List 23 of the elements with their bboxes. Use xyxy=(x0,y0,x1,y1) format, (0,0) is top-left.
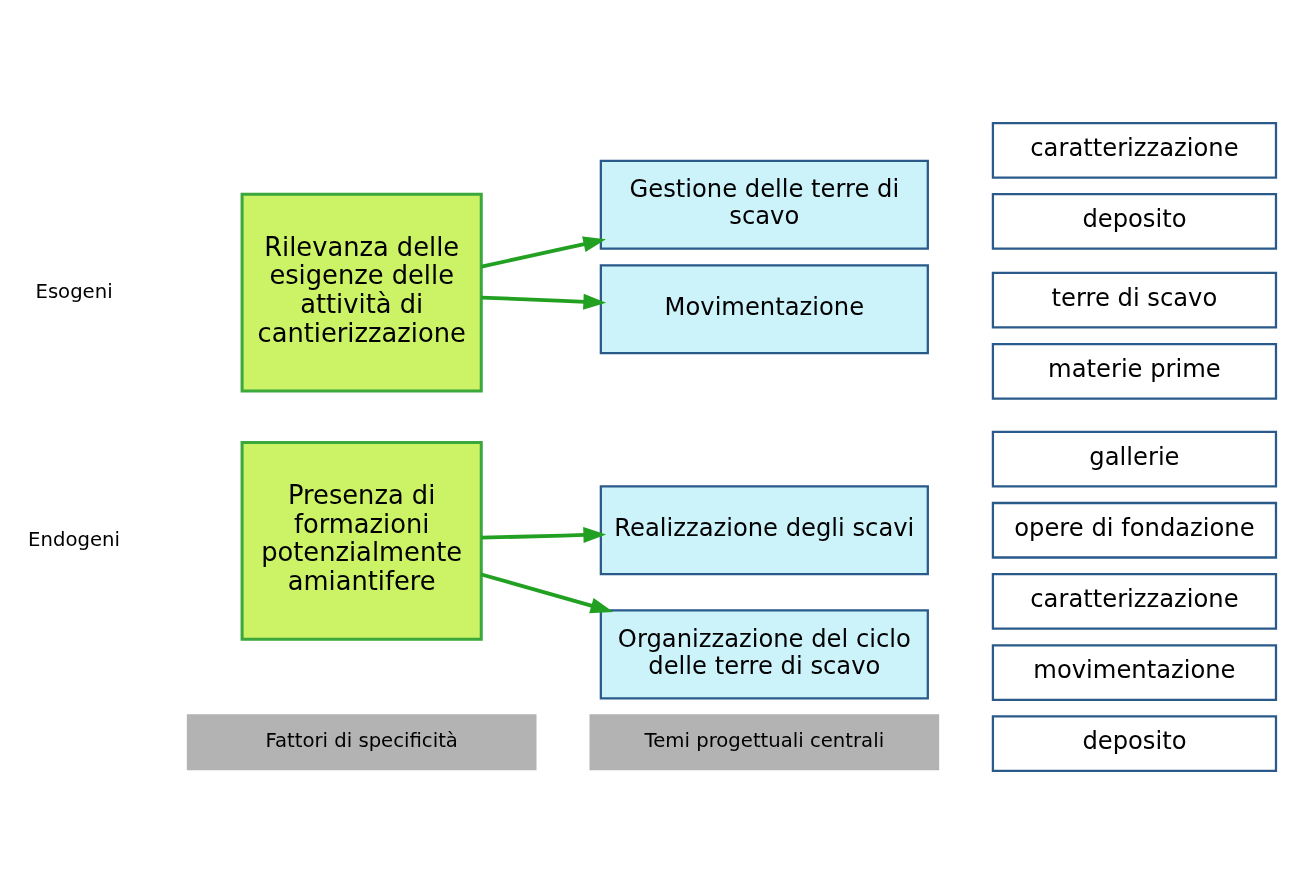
arrow xyxy=(481,235,606,268)
node-box: Rilevanza delle esigenze delle attività di cantierizzazione xyxy=(240,192,483,392)
node-box: materie prime xyxy=(991,342,1278,400)
node-box: Gestione delle terre di scavo xyxy=(599,159,929,250)
node-box: opere di fondazione xyxy=(991,501,1278,559)
node-box: Presenza di formazioni potenzialmente amiantifere xyxy=(240,440,483,641)
arrow xyxy=(481,526,607,543)
node-box: deposito xyxy=(991,714,1278,772)
node-box: Fattori di specificità xyxy=(186,713,537,770)
label: Endogeni xyxy=(28,527,120,551)
node-box: Organizzazione del ciclo delle terre di scavo xyxy=(599,608,929,699)
node-box: movimentazione xyxy=(991,643,1278,701)
node-box: Temi progettuali centrali xyxy=(589,713,940,770)
node-box: Movimentazione xyxy=(599,263,929,354)
arrow xyxy=(480,572,614,613)
node-box: caratterizzazione xyxy=(991,121,1278,179)
label: Esogeni xyxy=(35,279,113,303)
node-box: terre di scavo xyxy=(991,271,1278,329)
arrow xyxy=(481,293,607,310)
node-box: gallerie xyxy=(991,430,1278,487)
node-box: caratterizzazione xyxy=(991,572,1278,630)
node-box: deposito xyxy=(991,192,1278,250)
node-box: Realizzazione degli scavi xyxy=(599,484,929,575)
